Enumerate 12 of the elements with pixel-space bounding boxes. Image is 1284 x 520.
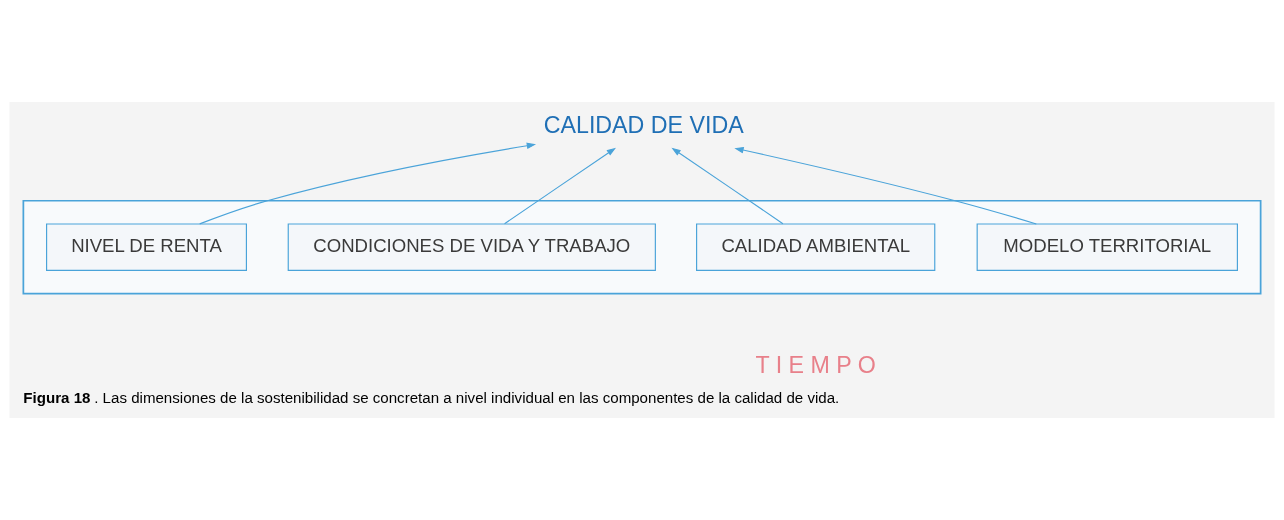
node-box: CONDICIONES DE VIDA Y TRABAJO — [287, 223, 656, 272]
arrow — [199, 142, 537, 225]
caption: Figura 18. Las dimensiones de la sostenibilidad se concretan a nivel individual en las componentes de la calidad de vida. — [23, 389, 840, 407]
arrow — [503, 147, 616, 225]
label: T I E M P O — [755, 351, 876, 378]
node-box: MODELO TERRITORIAL — [976, 223, 1238, 272]
node-box: NIVEL DE RENTA — [46, 223, 247, 272]
arrow — [671, 147, 784, 225]
arrow — [734, 146, 1037, 225]
node-box: CALIDAD AMBIENTAL — [696, 223, 936, 272]
node-text: CALIDAD DE VIDA — [543, 112, 744, 139]
cluster — [22, 199, 1262, 295]
